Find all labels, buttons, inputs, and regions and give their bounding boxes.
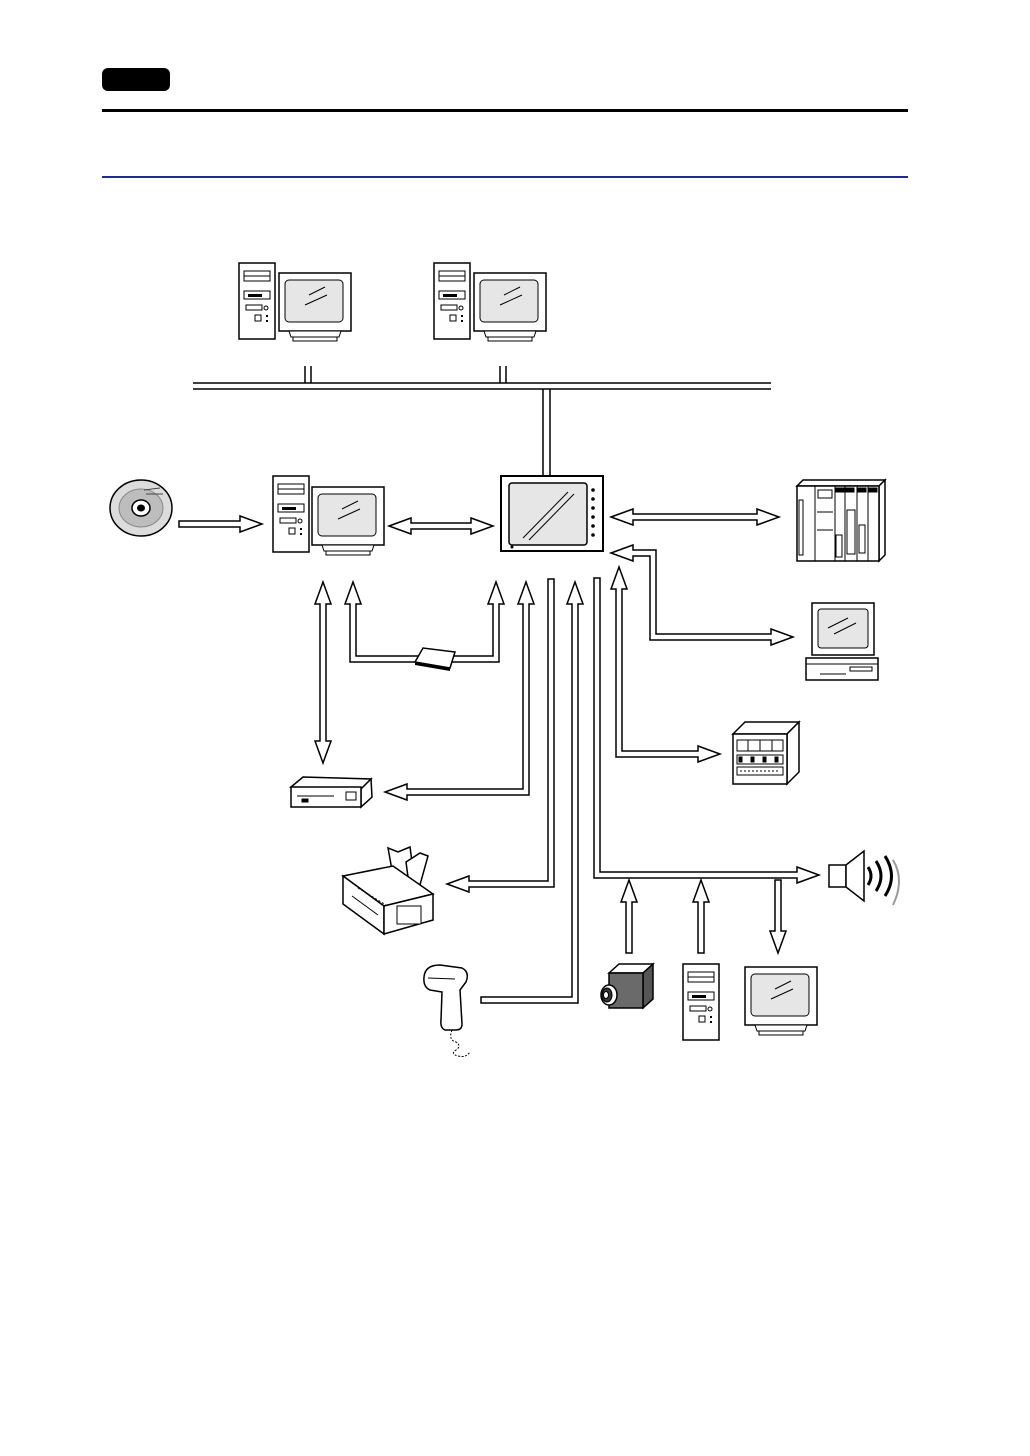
- speaker-icon: [829, 851, 899, 905]
- arrow-touch-panel-terminal: [611, 545, 793, 645]
- arrow-pc-touch-panel: [389, 518, 493, 534]
- arrow-camera-input: [621, 880, 637, 953]
- card-recorder-icon: [291, 777, 372, 807]
- printer-icon: [343, 847, 433, 934]
- video-camera-icon: [601, 964, 653, 1008]
- arrow-touch-panel-printer: [447, 579, 554, 892]
- arrow-touch-panel-plc: [611, 509, 779, 525]
- cd-rom-icon: [110, 480, 172, 536]
- plc-rack-icon: [797, 480, 885, 561]
- monitor-icon: [745, 967, 817, 1035]
- tower-pc-icon: [683, 964, 719, 1040]
- network-pc-2: [434, 263, 546, 341]
- network-pc-1: [239, 263, 351, 341]
- arrow-cd-to-pc: [179, 516, 262, 532]
- computer-terminal-icon: [806, 603, 878, 680]
- memory-card-icon: [415, 648, 455, 671]
- arrow-pc-card-recorder: [315, 582, 331, 763]
- barcode-reader-icon: [424, 965, 470, 1057]
- arrow-rgb-output: [770, 880, 786, 953]
- temperature-controller-icon: [733, 722, 799, 784]
- ethernet-bus: [193, 366, 771, 476]
- arrow-touch-panel-card-recorder: [385, 582, 534, 800]
- touch-panel-icon: [501, 476, 603, 551]
- editor-pc: [273, 476, 384, 555]
- arrow-rgb-input: [693, 880, 709, 953]
- arrow-touch-panel-temp-controller: [611, 567, 720, 762]
